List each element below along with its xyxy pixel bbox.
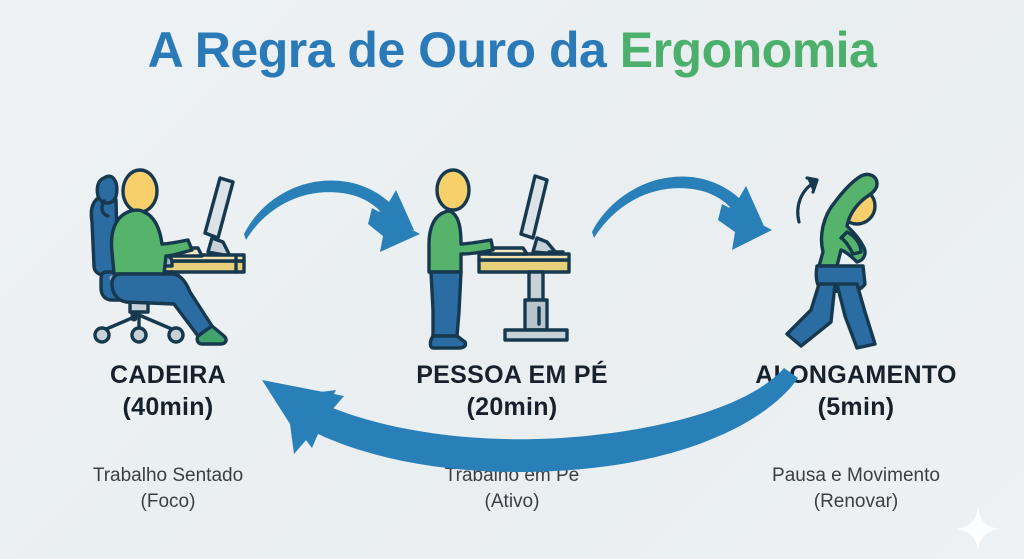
stage-standing-duration: (20min) (466, 393, 558, 421)
motion-arrow-icon (796, 176, 819, 224)
stage-stretch-label: ALONGAMENTO (5min) (755, 361, 957, 421)
sparkle-icon (956, 507, 1000, 551)
stage-chair-duration: (40min) (122, 393, 214, 421)
stage-standing: PESSOA EM PÉ (20min) Trabalho em Pé (Ati… (362, 160, 662, 514)
stage-stretch-duration: (5min) (817, 393, 895, 421)
page-title-accent: Ergonomia (619, 22, 877, 78)
stage-chair-caption: Trabalho Sentado (Foco) (92, 465, 244, 512)
page-title: A Regra de Ouro da Ergonomia (0, 22, 1024, 80)
stage-stretch: ALONGAMENTO (5min) Pausa e Movimento (Re… (706, 160, 1006, 514)
stage-standing-caption: Trabalho em Pé (Ativo) (444, 465, 580, 512)
seated-person-at-desk-icon (18, 160, 318, 355)
stage-standing-label: PESSOA EM PÉ (20min) (416, 361, 608, 421)
standing-person-at-desk-icon (362, 160, 662, 355)
page-title-primary: A Regra de Ouro da (147, 22, 620, 78)
stretching-person-icon (706, 160, 1006, 355)
stage-chair-label: CADEIRA (40min) (110, 361, 226, 421)
stage-stretch-caption: Pausa e Movimento (Renovar) (772, 465, 940, 512)
stage-chair: CADEIRA (40min) Trabalho Sentado (Foco) (18, 160, 318, 514)
